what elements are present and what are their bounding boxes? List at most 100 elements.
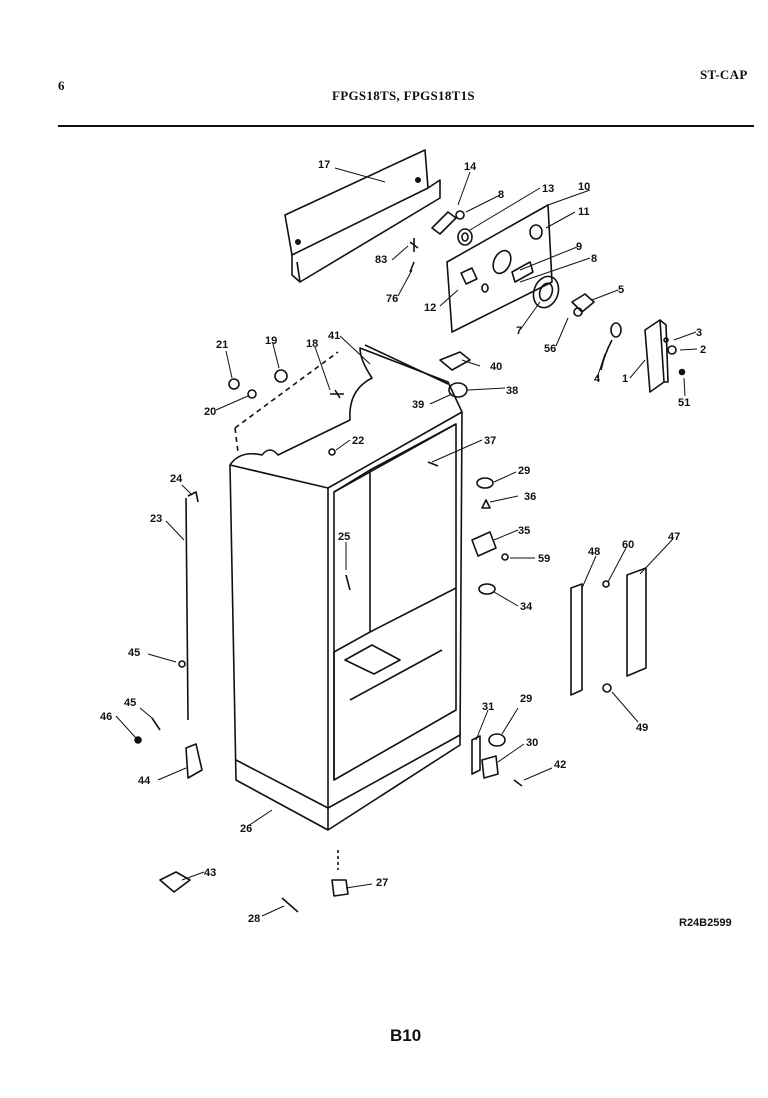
part-9-clip <box>511 261 534 283</box>
callout-45a: 45 <box>128 647 140 659</box>
callout-43: 43 <box>204 867 216 879</box>
callout-8a: 8 <box>498 189 504 201</box>
callout-41: 41 <box>328 330 340 342</box>
callout-30: 30 <box>526 737 538 749</box>
callout-42: 42 <box>554 759 566 771</box>
page-number: 6 <box>58 78 65 93</box>
callout-13: 13 <box>542 183 554 195</box>
callout-31: 31 <box>482 701 494 713</box>
part-17-top-cover <box>284 149 441 283</box>
callout-26: 26 <box>240 823 252 835</box>
part-1-hinge <box>610 319 686 393</box>
part-18-screw <box>330 389 344 399</box>
callout-22: 22 <box>352 435 364 447</box>
callout-76: 76 <box>386 293 398 305</box>
leader-lines <box>115 167 698 917</box>
part-29-bumper-b <box>488 733 506 747</box>
callout-7: 7 <box>516 325 522 337</box>
part-44-hinge <box>185 743 203 779</box>
callout-3: 3 <box>696 327 702 339</box>
callout-11: 11 <box>578 206 590 218</box>
callout-34: 34 <box>520 601 533 613</box>
part-26-cabinet <box>229 344 463 831</box>
callout-47: 47 <box>668 531 680 543</box>
part-60-screw <box>602 580 610 588</box>
part-22-screw <box>328 448 336 456</box>
callout-24: 24 <box>170 473 183 485</box>
part-25-screw <box>345 574 351 591</box>
part-31-plate <box>471 735 481 775</box>
part-42-screw <box>513 779 523 787</box>
part-37-screw <box>427 461 439 467</box>
part-13-knob <box>457 228 473 246</box>
callout-25: 25 <box>338 531 350 543</box>
callout-12: 12 <box>424 302 436 314</box>
callout-39: 39 <box>412 399 424 411</box>
part-45-screw-b <box>151 717 161 731</box>
callout-46: 46 <box>100 711 112 723</box>
callout-38: 38 <box>506 385 518 397</box>
callout-1: 1 <box>622 373 628 385</box>
callout-36: 36 <box>524 491 536 503</box>
part-29-bumper <box>476 477 494 489</box>
callout-28: 28 <box>248 913 260 925</box>
page-code: B10 <box>390 1026 422 1045</box>
callout-29b: 29 <box>520 693 532 705</box>
callout-44: 44 <box>138 775 151 787</box>
callout-20: 20 <box>204 406 216 418</box>
part-49-screw <box>602 683 612 693</box>
callout-14: 14 <box>464 161 477 173</box>
part-36-stud <box>481 499 491 509</box>
callout-83: 83 <box>375 254 387 266</box>
part-43-hinge <box>159 871 191 893</box>
part-14-bracket <box>431 210 465 235</box>
part-28-screw <box>281 897 299 913</box>
part-40-cap <box>439 351 471 371</box>
part-27-leveler <box>331 879 349 897</box>
callout-37: 37 <box>484 435 496 447</box>
part-45-screw-a <box>178 660 186 668</box>
callout-40: 40 <box>490 361 502 373</box>
callout-10: 10 <box>578 181 590 193</box>
part-5-bracket <box>571 293 595 317</box>
model-title: FPGS18TS, FPGS18T1S <box>332 88 475 103</box>
part-10-control-panel <box>446 204 553 333</box>
part-21-grommet <box>228 378 240 390</box>
callout-51: 51 <box>678 397 690 409</box>
callout-4: 4 <box>594 373 601 385</box>
callout-21: 21 <box>216 339 228 351</box>
part-46-screw <box>134 736 142 744</box>
callout-56: 56 <box>544 343 556 355</box>
drawing-reference: R24B2599 <box>679 917 732 929</box>
part-76-screw <box>409 261 415 273</box>
callout-5: 5 <box>618 284 624 296</box>
part-7-thermostat <box>532 275 560 309</box>
section-code: ST-CAP <box>700 67 748 82</box>
callout-27: 27 <box>376 877 388 889</box>
callout-45b: 45 <box>124 697 136 709</box>
part-23-rod <box>185 497 189 721</box>
part-24-clip <box>187 491 199 503</box>
header-rule <box>58 125 754 127</box>
part-20-grommet <box>247 389 257 399</box>
callout-48: 48 <box>588 546 600 558</box>
callout-17: 17 <box>318 159 330 171</box>
callout-29a: 29 <box>518 465 530 477</box>
callout-49: 49 <box>636 722 648 734</box>
part-59-screw <box>501 553 509 561</box>
callout-18: 18 <box>306 338 318 350</box>
callout-9: 9 <box>576 241 582 253</box>
callout-35: 35 <box>518 525 530 537</box>
part-30-bracket <box>481 755 499 779</box>
callout-23: 23 <box>150 513 162 525</box>
part-38-hinge-pin <box>448 382 468 398</box>
part-34-bumper <box>478 583 496 595</box>
callout-2: 2 <box>700 344 706 356</box>
callout-19: 19 <box>265 335 277 347</box>
part-19-plug <box>274 369 288 383</box>
part-47-rail <box>626 567 647 677</box>
part-83-screw <box>409 238 419 252</box>
part-48-rail <box>570 583 583 696</box>
part-35-bracket <box>471 531 497 557</box>
